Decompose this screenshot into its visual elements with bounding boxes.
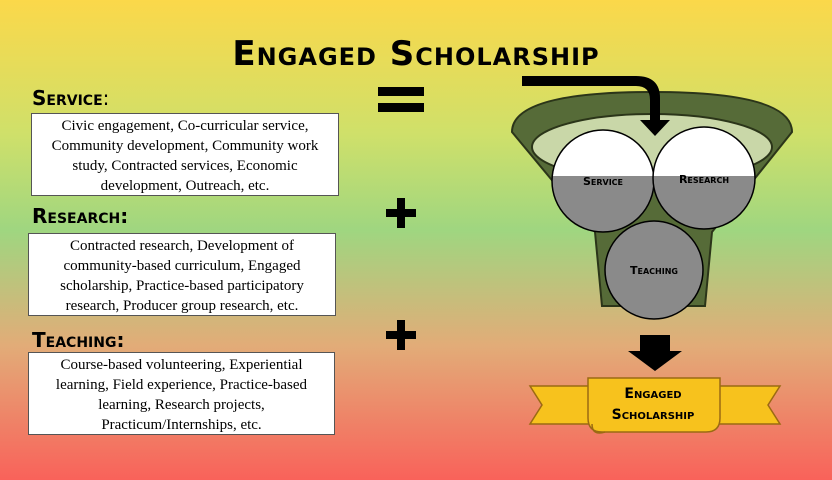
page-title: Engaged Scholarship [232,34,600,74]
result-banner [528,377,782,434]
circle-teaching [604,220,704,320]
curved-arrow-icon [522,76,670,136]
service-circle-label: Service [583,175,623,188]
circle-research [652,126,756,230]
plus-sign-icon [386,198,416,228]
teaching-description: Course-based volunteering, Experiential … [28,352,335,435]
research-circle-label: Research [679,173,729,186]
equals-sign-top-bar [378,87,424,96]
research-heading: Research: [32,204,129,228]
plus-sign-icon [386,320,416,350]
banner-line-1: Engaged [624,386,681,402]
equals-sign-bottom-bar [378,103,424,112]
down-arrow-icon [628,335,682,371]
service-heading-colon: : [102,86,110,110]
service-heading: Service: [32,86,109,110]
research-description: Contracted research, Development of comm… [28,233,336,316]
banner-line-2: Scholarship [612,407,695,423]
service-heading-text: Service [32,86,103,110]
teaching-heading: Teaching: [32,328,125,352]
service-description: Civic engagement, Co-curricular service,… [31,113,339,196]
teaching-circle-label: Teaching [630,264,678,277]
